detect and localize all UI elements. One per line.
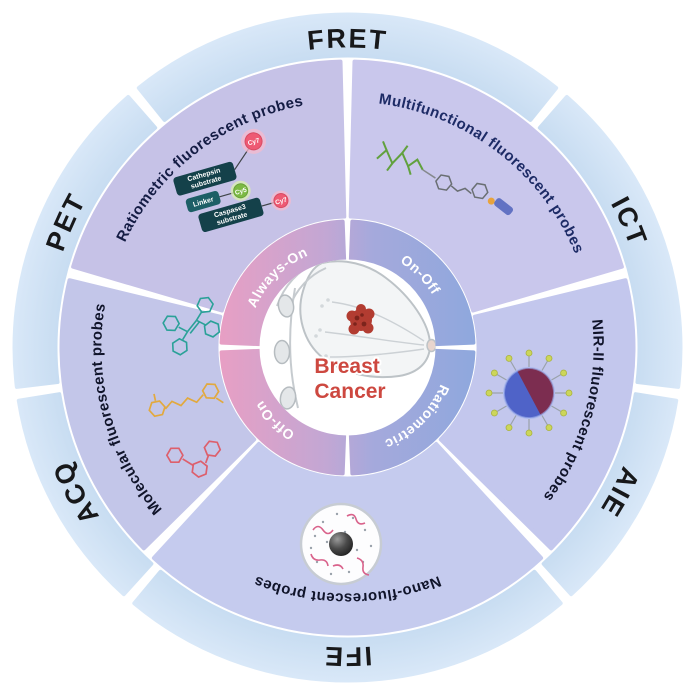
sphere-rim	[503, 367, 555, 419]
ligand-tips	[485, 349, 573, 437]
center-title: Breast Cancer	[314, 355, 385, 403]
outer-ring-segment-aie	[541, 392, 679, 597]
tumor	[346, 304, 375, 335]
cy7-bottom-label: Cy7	[275, 196, 289, 206]
multifunctional-probe-structure	[376, 141, 514, 216]
molecular-probe-structures	[146, 296, 224, 480]
outer-ring-segment-acq	[16, 392, 154, 597]
outer-ring-segment-ict	[537, 94, 683, 389]
pink-dye-squiggles	[310, 513, 370, 576]
sphere-maroon-half	[517, 368, 554, 416]
outer-ring-segment-ife	[132, 569, 563, 683]
outer-label-ife: IFE	[322, 641, 373, 672]
yellow-chemical-structure	[146, 382, 224, 418]
middle-ring-segment-molecular	[59, 278, 257, 551]
ratiometric-probe-schematic: Cy7 Cathepsin substrate Linker Cy5 Caspa…	[173, 128, 291, 233]
outer-ring-segment-pet	[12, 94, 158, 389]
outer-label-fret: FRET	[306, 23, 389, 56]
linker-box	[185, 190, 221, 213]
nir2-nanoparticle-icon	[485, 349, 573, 437]
caspase3-substrate-box	[198, 197, 264, 233]
tumor-spots	[353, 313, 367, 327]
gray-dye-skeleton	[433, 173, 490, 200]
blue-moiety-tag	[494, 198, 514, 216]
ligand-spikes	[492, 356, 566, 430]
center-title-line2: Cancer	[314, 380, 385, 403]
cy7-top-dye	[244, 132, 263, 151]
cy7-top-label: Cy7	[247, 137, 261, 147]
dark-core-sphere	[329, 532, 353, 556]
cathepsin-substrate-box	[173, 161, 237, 196]
rib-sections	[273, 294, 297, 410]
orange-moiety-dot	[487, 197, 495, 205]
green-peptide-chain	[376, 141, 424, 175]
nipple	[426, 338, 436, 353]
milk-duct-lines	[324, 301, 425, 358]
two-tone-sphere	[503, 367, 555, 419]
red-chemical-structure	[166, 439, 223, 480]
linker-bond	[422, 169, 436, 179]
nano-probe-icon	[299, 502, 383, 586]
center-title-line1: Breast	[314, 355, 379, 378]
center-breast-illustration: Breast Cancer	[259, 259, 436, 436]
cy7-bottom-dye	[273, 193, 289, 209]
cy5-label: Cy5	[234, 187, 248, 197]
cy5-dye	[233, 183, 249, 199]
teal-chemical-structure	[162, 296, 224, 358]
lobule-dots	[314, 298, 330, 364]
middle-ring-segment-multifunctional	[348, 59, 624, 313]
outer-ring-segment-fret	[136, 12, 559, 122]
